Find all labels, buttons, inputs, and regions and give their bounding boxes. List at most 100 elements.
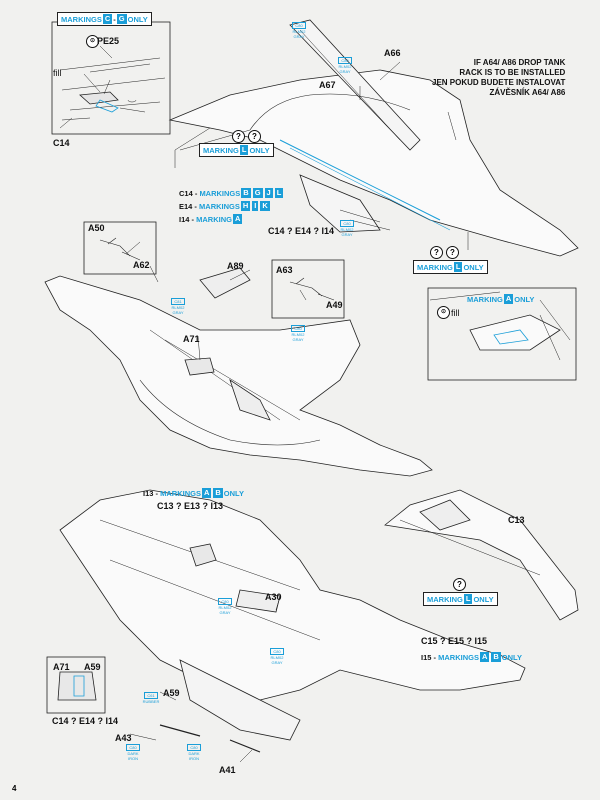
label-a62: A62	[133, 260, 150, 270]
marking-letter-c: C	[102, 14, 113, 24]
label-a71-inset: A71	[53, 662, 70, 672]
paint-code-number: C80	[338, 57, 352, 64]
note-line-3: JEN POKUD BUDETE INSTALOVAT	[432, 78, 566, 87]
question-icon: ?	[446, 246, 459, 259]
marking-line-i14: I14 - MARKING A	[179, 214, 243, 224]
label-c13-e13-i13: C13 ? E13 ? I13	[157, 501, 224, 511]
marking-l-only-1: MARKING L ONLY	[199, 143, 274, 157]
etch-icon: ⊙	[437, 306, 450, 319]
inset-frame-marking-a	[427, 287, 577, 381]
wing-mid-outline	[44, 275, 433, 477]
marking-letter: A	[232, 214, 243, 224]
label-a67: A67	[319, 80, 336, 90]
drop-tank-note: IF A64/ A86 DROP TANK RACK IS TO BE INST…	[432, 58, 565, 98]
marking-line-i15: I15 - MARKINGS A B ONLY	[421, 652, 522, 662]
marking-sep: -	[113, 14, 116, 24]
question-icon: ?	[453, 578, 466, 591]
marking-letter-a: A	[503, 294, 514, 304]
marking-word: MARKING	[196, 214, 232, 224]
etch-icon: ⊙	[86, 35, 99, 48]
marking-word: MARKING	[417, 262, 453, 272]
marking-letter-l: L	[453, 262, 463, 272]
paint-code-name: RLM02 GRAY	[340, 227, 354, 237]
marking-word: MARKING	[467, 294, 503, 304]
marking-letter: B	[213, 488, 223, 498]
paint-code-number: C80	[340, 220, 354, 227]
marking-letter: K	[260, 201, 270, 211]
note-line-1: IF A64/ A86 DROP TANK	[473, 58, 566, 67]
label-a49: A49	[326, 300, 343, 310]
marking-letter: G	[252, 188, 263, 198]
marking-letter: H	[240, 201, 251, 211]
paint-code-name: RLM02 GRAY	[292, 29, 306, 39]
marking-line-e14: E14 - MARKINGS H I K	[179, 201, 271, 211]
marking-prefix: I14 -	[179, 214, 195, 224]
marking-prefix: I13 -	[143, 488, 159, 498]
question-icon: ?	[232, 130, 245, 143]
marking-letter-l: L	[239, 145, 249, 155]
marking-word: MARKINGS	[199, 201, 240, 211]
paint-code-name: RLM02 GRAY	[270, 655, 284, 665]
label-a30: A30	[265, 592, 282, 602]
marking-letter: B	[241, 188, 251, 198]
marking-tail: ONLY	[501, 652, 522, 662]
paint-code-number: C81	[171, 298, 185, 305]
label-a59: A59	[163, 688, 180, 698]
label-pe25: PE25	[97, 36, 120, 46]
paint-code-name: RLM02 GRAY	[171, 305, 185, 315]
label-fill-1: fill	[53, 68, 62, 78]
marking-word: MARKINGS	[199, 188, 241, 198]
paint-code-number: C80	[292, 22, 306, 29]
paint-code-number: C80	[270, 648, 284, 655]
label-a59-inset: A59	[84, 662, 101, 672]
label-a63: A63	[276, 265, 293, 275]
question-icon: ?	[248, 130, 261, 143]
marking-word: MARKING	[427, 594, 463, 604]
marking-tail: ONLY	[249, 145, 270, 155]
marking-a-only: MARKING A ONLY	[467, 294, 534, 304]
inset-frame-bottom-left	[46, 656, 106, 714]
marking-line-c14: C14 - MARKINGS B G J L	[179, 188, 284, 198]
marking-tail: ONLY	[223, 488, 244, 498]
paint-code-name: RLM02 GRAY	[218, 605, 232, 615]
paint-code-number: C80	[126, 744, 140, 751]
question-icon: ?	[430, 246, 443, 259]
marking-cg-only: MARKINGS C - G ONLY	[57, 12, 152, 26]
marking-word: MARKINGS	[160, 488, 201, 498]
marking-letter: J	[264, 188, 273, 198]
inset-frame-a50	[83, 221, 157, 275]
inset-frame-a63	[271, 259, 345, 319]
marking-word: MARKINGS	[438, 652, 479, 662]
marking-prefix: E14 -	[179, 201, 197, 211]
marking-prefix: I15 -	[421, 652, 437, 662]
page-number: 4	[12, 784, 17, 793]
paint-code-name: RLM02 GRAY	[291, 332, 305, 342]
label-c14-e14-i14-inset: C14 ? E14 ? I14	[52, 716, 119, 726]
marking-letter: A	[479, 652, 490, 662]
wing-top-outline	[168, 69, 579, 257]
marking-l-only-3: MARKING L ONLY	[423, 592, 498, 606]
label-c13: C13	[508, 515, 525, 525]
marking-tail: ONLY	[473, 594, 494, 604]
label-fill-2: fill	[451, 308, 460, 318]
label-a89: A89	[227, 261, 244, 271]
note-line-4: ZÁVĚSNÍK A64/ A86	[489, 88, 566, 97]
marking-line-i13: I13 - MARKINGS A B ONLY	[143, 488, 244, 498]
paint-code-name: DARK IRON	[127, 751, 139, 761]
label-c14-e14-i14-top: C14 ? E14 ? I14	[268, 226, 335, 236]
label-a71: A71	[183, 334, 200, 344]
label-a43: A43	[115, 733, 132, 743]
marking-tail: ONLY	[127, 14, 148, 24]
label-a66: A66	[384, 48, 401, 58]
marking-letter-l: L	[463, 594, 473, 604]
marking-l-only-2: MARKING L ONLY	[413, 260, 488, 274]
